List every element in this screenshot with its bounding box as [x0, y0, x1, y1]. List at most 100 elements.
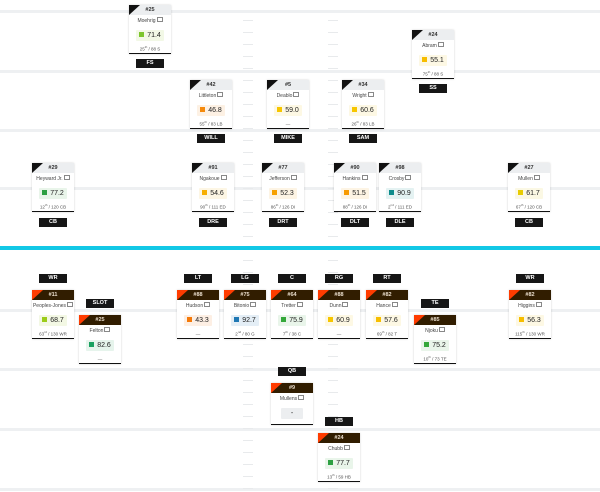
player-name[interactable]: Littleton	[198, 93, 217, 99]
grade-color-icon	[277, 107, 283, 112]
player-number-header: #90	[334, 163, 376, 173]
comment-icon[interactable]	[367, 92, 374, 97]
comment-icon[interactable]	[293, 92, 300, 97]
player-name[interactable]: Hance	[376, 303, 391, 309]
player-name[interactable]: Felton	[89, 328, 104, 334]
player-number-header: #9	[271, 383, 313, 393]
hash-mark	[328, 200, 338, 201]
player-name[interactable]: Deablo	[276, 93, 293, 99]
comment-icon[interactable]	[437, 42, 444, 47]
rank-number: 63	[39, 331, 45, 337]
player-name-row: Ngakoue	[192, 175, 234, 182]
comment-icon[interactable]	[67, 302, 74, 307]
hash-mark	[243, 452, 253, 453]
grade-value: 90.9	[397, 190, 411, 197]
rank-suffix: th	[332, 473, 335, 477]
hash-mark	[243, 200, 253, 201]
comment-icon[interactable]	[204, 302, 211, 307]
player-name[interactable]: Crosby	[388, 176, 405, 182]
rank-number: 2	[235, 331, 238, 337]
player-name[interactable]: Heyward Jr.	[36, 176, 63, 182]
player-number-header: #25	[129, 5, 171, 15]
rank-of: / 120 CB	[48, 204, 67, 210]
comment-icon[interactable]	[391, 302, 398, 307]
corner-accent	[79, 315, 90, 325]
comment-icon[interactable]	[217, 92, 224, 97]
player-name[interactable]: Moehrig	[137, 18, 156, 24]
grade-value: 82.6	[97, 342, 111, 349]
grade-badge: 54.6	[199, 188, 227, 199]
comment-icon[interactable]	[156, 17, 163, 22]
comment-icon[interactable]	[104, 327, 111, 332]
position-label-sam: SAM	[349, 134, 377, 143]
comment-icon[interactable]	[220, 175, 227, 180]
player-name[interactable]: Mullen	[518, 176, 533, 182]
rank-number: —	[195, 331, 201, 337]
player-name[interactable]: Abram	[422, 43, 437, 49]
rank-text: 75th / 88 S	[412, 69, 454, 77]
corner-accent	[414, 315, 425, 325]
grade-badge: 51.5	[341, 188, 369, 199]
hash-mark	[328, 488, 338, 489]
grade-badge: 82.6	[86, 340, 114, 351]
player-name[interactable]: Tretter	[281, 303, 296, 309]
player-name[interactable]: Njoku	[425, 328, 438, 334]
comment-icon[interactable]	[298, 395, 305, 400]
grade-value: 61.7	[526, 190, 540, 197]
player-name[interactable]: Higgins	[518, 303, 535, 309]
grade-value: -	[290, 410, 294, 417]
player-name[interactable]: Wright	[352, 93, 367, 99]
player-name[interactable]: Hankins	[342, 176, 361, 182]
player-name[interactable]: Peoples-Jones	[32, 303, 67, 309]
grade-badge: 90.9	[386, 188, 414, 199]
comment-icon[interactable]	[405, 175, 412, 180]
player-name[interactable]: Jefferson	[269, 176, 290, 182]
rank-text: 67th / 120 CB	[508, 202, 550, 210]
player-name[interactable]: Mullens	[279, 396, 298, 402]
comment-icon[interactable]	[342, 302, 349, 307]
player-name[interactable]: Hudson	[185, 303, 204, 309]
player-name[interactable]: Ngakoue	[199, 176, 220, 182]
corner-accent	[342, 80, 353, 90]
grade-value: 59.0	[285, 107, 299, 114]
comment-icon[interactable]	[535, 302, 542, 307]
comment-icon[interactable]	[290, 175, 297, 180]
comment-icon[interactable]	[361, 175, 368, 180]
corner-accent	[192, 163, 203, 173]
comment-icon[interactable]	[343, 445, 350, 450]
comment-icon[interactable]	[296, 302, 303, 307]
player-name[interactable]: Chubb	[328, 446, 343, 452]
player-name[interactable]: Dunn	[329, 303, 342, 309]
player-name[interactable]: Bitonio	[233, 303, 250, 309]
comment-icon[interactable]	[63, 175, 70, 180]
comment-icon[interactable]	[250, 302, 257, 307]
rank-text: —	[79, 354, 121, 362]
comment-icon[interactable]	[533, 175, 540, 180]
hash-mark	[328, 284, 338, 285]
comment-icon[interactable]	[438, 327, 445, 332]
rank-number: 88	[342, 204, 348, 210]
hash-mark	[328, 20, 338, 21]
